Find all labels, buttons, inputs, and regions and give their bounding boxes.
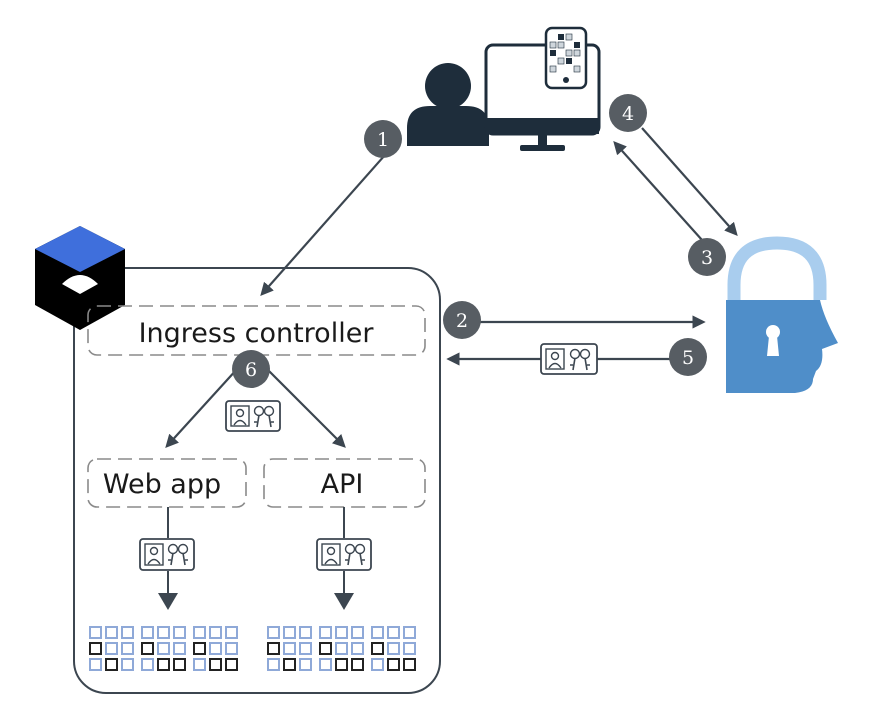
container-cell — [319, 642, 332, 655]
container-cell — [121, 642, 134, 655]
container-cell — [403, 658, 416, 671]
container-cell — [89, 626, 102, 639]
container-cell — [371, 626, 384, 639]
container-cell — [209, 642, 222, 655]
container-cell — [319, 658, 332, 671]
container-cell — [141, 626, 154, 639]
container-cell — [371, 658, 384, 671]
svg-text:4: 4 — [622, 103, 634, 125]
step-badge-3: 3 — [688, 238, 726, 276]
container-cell — [121, 658, 134, 671]
container-cell — [105, 626, 118, 639]
svg-text:2: 2 — [456, 310, 468, 332]
arrow-to-api — [265, 367, 346, 448]
arrow-to-webapp-pods — [158, 593, 178, 610]
step-badge-6: 6 — [232, 350, 270, 388]
arrows — [165, 127, 738, 448]
container-cell — [387, 642, 400, 655]
container-cell — [403, 642, 416, 655]
container-cell — [173, 642, 186, 655]
svg-text:3: 3 — [701, 247, 713, 269]
user-icon — [407, 63, 489, 146]
api-label: API — [321, 469, 364, 500]
svg-text:5: 5 — [682, 347, 694, 369]
lock-head-icon — [726, 236, 838, 393]
container-cell — [157, 642, 170, 655]
container-cell — [209, 626, 222, 639]
api-box — [263, 458, 426, 508]
pod-connectors — [167, 507, 345, 594]
id-card-keys-icon — [139, 538, 195, 571]
container-cell — [299, 626, 312, 639]
container-cell — [283, 626, 296, 639]
svg-text:6: 6 — [245, 359, 257, 381]
container-cell — [351, 642, 364, 655]
container-cell — [387, 658, 400, 671]
container-cell — [141, 642, 154, 655]
container-cell — [157, 658, 170, 671]
container-cell — [225, 626, 238, 639]
container-cell — [105, 642, 118, 655]
container-cell — [225, 642, 238, 655]
ingress-controller-label: Ingress controller — [139, 318, 375, 349]
arrow-step-4 — [641, 127, 738, 236]
step-badge-2: 2 — [443, 301, 481, 339]
api-container-grid — [267, 626, 416, 671]
container-cell — [209, 658, 222, 671]
id-card-keys-icon — [540, 343, 598, 375]
container-cell — [225, 658, 238, 671]
step-badge-1: 1 — [364, 120, 402, 158]
web-app-label: Web app — [103, 469, 221, 500]
container-cell — [319, 626, 332, 639]
arrow-step-1 — [260, 154, 386, 296]
container-cell — [89, 658, 102, 671]
web-app-container-grid — [89, 626, 238, 671]
id-card-keys-icon — [225, 400, 281, 432]
container-cell — [267, 642, 280, 655]
container-cell — [351, 626, 364, 639]
container-cell — [173, 626, 186, 639]
container-cell — [299, 642, 312, 655]
container-cell — [193, 626, 206, 639]
container-cell — [193, 658, 206, 671]
container-cell — [267, 626, 280, 639]
container-cell — [371, 642, 384, 655]
container-cell — [387, 626, 400, 639]
container-cell — [335, 626, 348, 639]
id-card-keys-icon — [316, 538, 372, 571]
container-cell — [173, 658, 186, 671]
step-badge-5: 5 — [669, 338, 707, 376]
step-badge-4: 4 — [609, 94, 647, 132]
container-cell — [351, 658, 364, 671]
web-app-box — [87, 458, 247, 508]
container-cell — [299, 658, 312, 671]
container-cell — [105, 658, 118, 671]
cluster-cube-icon — [35, 226, 125, 330]
container-cell — [193, 642, 206, 655]
container-cell — [141, 658, 154, 671]
container-cell — [335, 658, 348, 671]
mobile-phone-icon — [544, 26, 588, 90]
container-cell — [121, 626, 134, 639]
container-cell — [283, 642, 296, 655]
container-cell — [89, 642, 102, 655]
cluster-boundary — [73, 267, 441, 694]
container-cell — [157, 626, 170, 639]
container-cell — [335, 642, 348, 655]
svg-text:1: 1 — [377, 129, 389, 151]
container-cell — [283, 658, 296, 671]
container-cell — [403, 626, 416, 639]
container-cell — [267, 658, 280, 671]
arrow-to-api-pods — [334, 593, 354, 610]
arrow-to-web-app — [165, 367, 239, 448]
arrow-step-3 — [613, 141, 703, 241]
